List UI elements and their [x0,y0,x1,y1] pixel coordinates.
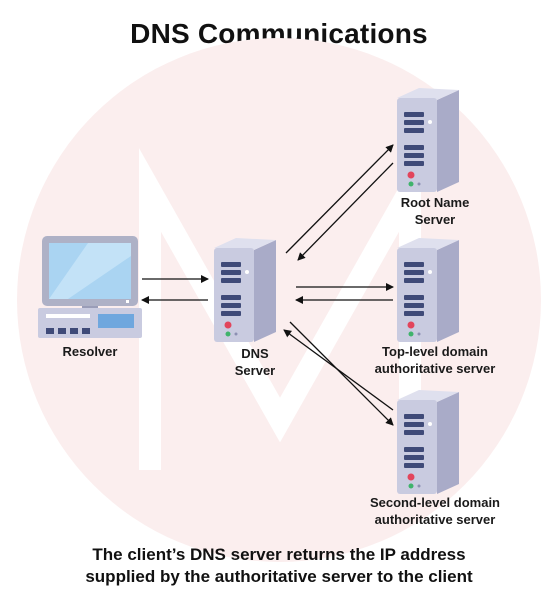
server-icon [397,390,459,494]
server-icon [397,238,459,342]
dns-server-label-line-2: Server [234,363,276,378]
resolver-label: Resolver [40,343,140,360]
arrow-dns-to-root [285,144,394,254]
tld-server-label-line-2: authoritative server [374,361,496,376]
server-icon [214,238,276,342]
dns-server-label: DNS Server [205,345,305,379]
tld-server-label-line-1: Top-level domain [382,344,488,359]
server-icon [397,88,459,192]
sld-server-label-line-1: Second-level domain [369,495,501,510]
resolver-label-text: Resolver [62,344,118,359]
caption: The client’s DNS server returns the IP a… [20,544,538,588]
sld-server-label: Second-level domain authoritative server [345,494,525,528]
tld-server-label: Top-level domain authoritative server [350,343,520,377]
root-server-label-line-2: Server [414,212,456,227]
computer-icon [38,236,142,338]
arrow-dns-to-sld [289,321,394,426]
caption-line-1: The client’s DNS server returns the IP a… [92,545,466,564]
root-server-label-line-1: Root Name [400,195,470,210]
caption-line-2: supplied by the authoritative server to … [85,567,473,586]
root-server-label: Root Name Server [370,194,500,228]
arrow-sld-to-dns [283,329,394,411]
arrow-root-to-dns [297,162,394,261]
sld-server-label-line-2: authoritative server [374,512,496,527]
dns-server-label-line-1: DNS [241,346,269,361]
